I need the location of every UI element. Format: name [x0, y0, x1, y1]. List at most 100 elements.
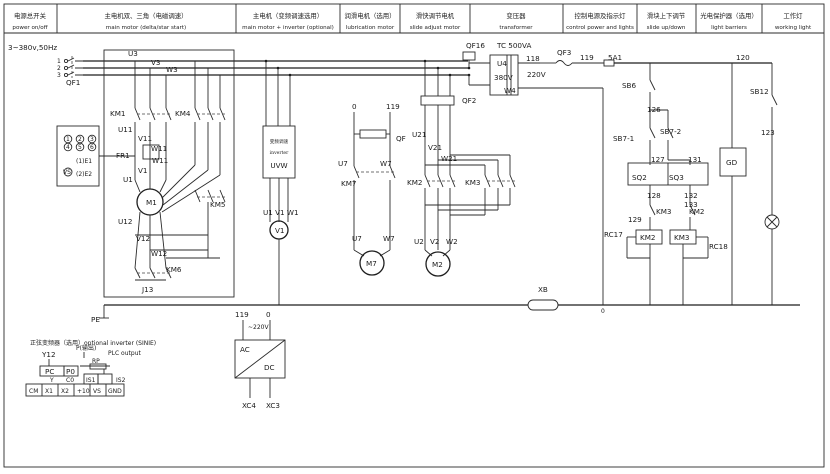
xb-label: XB: [538, 285, 548, 294]
main-motor-frame: [103, 49, 235, 298]
vs-label: VS: [63, 169, 71, 176]
header-power-en: power on/off: [12, 25, 47, 31]
u12-label: U12: [118, 217, 132, 226]
km2-coil-label: KM2: [640, 233, 656, 242]
n131-label: 131: [688, 155, 702, 164]
opt-term-cm: CM: [29, 388, 38, 395]
wire-1: 1: [66, 136, 70, 143]
km5-label: KM5: [210, 200, 226, 209]
slide-u2-label: U2: [414, 237, 424, 246]
header-barrier-en: light barriers: [711, 25, 747, 31]
rc17-label: RC17: [604, 230, 623, 239]
inverter-terminals: UVW: [270, 161, 287, 170]
v12-label: V12: [136, 234, 150, 243]
slide-qf2-label: QF2: [462, 96, 476, 105]
sb7-2-label: SB7-2: [660, 127, 681, 136]
opt-is1-label: IS1: [86, 377, 96, 384]
n128-label: 128: [647, 191, 661, 200]
opt-p0-label: P0: [66, 367, 75, 376]
xc4-label: XC4: [242, 401, 256, 410]
phase-1-label: 1: [57, 58, 61, 65]
wire-2: 2: [78, 136, 82, 143]
slide-w21-label: W21: [441, 154, 457, 163]
inverter-title: 变频调速: [270, 138, 289, 145]
wire-6: 6: [90, 144, 94, 151]
opt-inverter-blocks: [25, 352, 125, 397]
opt-c0-label: C0: [66, 377, 74, 384]
slide-u21-label: U21: [412, 130, 426, 139]
n126-label: 126: [647, 105, 661, 114]
u11-label: U11: [118, 125, 132, 134]
opt-rp-label: RP: [92, 358, 100, 365]
slide-circuit: [420, 59, 516, 257]
header-main-motor-en: main motor (delta/star start): [106, 25, 186, 31]
header-barrier-cn: 光电保护器（选用）: [700, 11, 758, 20]
n118-label: 118: [526, 54, 540, 63]
header-inverter-cn: 主电机（变频调速选用）: [253, 11, 323, 20]
opt-plc-out: P(输出): [76, 344, 96, 352]
wire-3: 3: [90, 136, 94, 143]
fuse-label: 5A1: [608, 53, 622, 62]
sq2-label: SQ2: [632, 173, 647, 182]
qf16-label: QF16: [466, 41, 485, 50]
v3-label: V3: [151, 58, 161, 67]
km3-coil-label: KM3: [674, 233, 690, 242]
lube-w7-label: W7: [380, 159, 392, 168]
n120-label: 120: [736, 53, 750, 62]
psu-dc: DC: [264, 363, 275, 372]
slide-v21-label: V21: [428, 143, 442, 152]
qf3-label: QF3: [557, 48, 571, 57]
lube-km7-label: KM7: [341, 179, 357, 188]
psu-voltage: ~220V: [248, 324, 269, 331]
lube-top-left: 0: [352, 102, 357, 111]
inverter-output-label: U1 V1 W1: [263, 208, 299, 217]
inverter-output-leads: [269, 178, 289, 222]
zero-label: 0: [601, 308, 605, 315]
phase-inputs: 1 2 3: [57, 56, 83, 79]
header-transformer-en: transformer: [499, 25, 533, 31]
opt-inverter-title: 正弦变频器（选用）optional inverter (SINIE): [30, 339, 156, 347]
w4-label: W4: [504, 86, 516, 95]
u4-label: U4: [497, 59, 507, 68]
n133-label: 133: [684, 200, 698, 209]
w11-label: W11: [151, 144, 167, 153]
slide-v2-label: V2: [430, 237, 440, 246]
header-worklight-en: working light: [775, 25, 812, 31]
opt-plc-out-en: PLC output: [108, 350, 141, 357]
lube-u7-label: U7: [338, 159, 348, 168]
header-worklight-cn: 工作灯: [783, 11, 803, 20]
n132-label: 132: [684, 191, 698, 200]
inverter-leads: [264, 59, 292, 126]
slide-km3-label: KM3: [465, 178, 481, 187]
km4-label: KM4: [175, 109, 191, 118]
e1-label: (1)E1: [76, 158, 92, 165]
psu-symbol: [234, 320, 286, 398]
header-slide-updown-cn: 滑块上下调节: [647, 11, 686, 20]
header-control-en: control power and lights: [566, 25, 634, 31]
km1-label: KM1: [110, 109, 126, 118]
header-transformer-cn: 变压器: [506, 11, 526, 20]
n127-label: 127: [651, 155, 665, 164]
xc3-label: XC3: [266, 401, 280, 410]
header-control-cn: 控制电源及指示灯: [574, 11, 626, 20]
sb12-label: SB12: [750, 87, 769, 96]
rc18-label: RC18: [709, 242, 728, 251]
n123-label: 123: [761, 128, 775, 137]
transformer-symbol: [462, 51, 540, 96]
wiring-box-terminals: [63, 134, 97, 177]
header-lube-en: lubrication motor: [346, 25, 395, 31]
supply-label: 3~380v,50Hz: [8, 43, 57, 52]
phase-2-label: 2: [57, 65, 61, 72]
sb6-label: SB6: [622, 81, 636, 90]
control-top-bus: [540, 59, 772, 305]
ground-bus: [99, 299, 800, 319]
slide-motor-symbol: [425, 251, 451, 277]
header-dividers: [56, 4, 763, 33]
header-power-cn: 电源总开关: [14, 11, 47, 20]
lube-u7b-label: U7: [352, 234, 362, 243]
opt-pc-label: PC: [45, 367, 54, 376]
motor-m1-label: M1: [146, 198, 157, 207]
n129-label: 129: [628, 215, 642, 224]
opt-term-gnd: GND: [108, 388, 122, 395]
